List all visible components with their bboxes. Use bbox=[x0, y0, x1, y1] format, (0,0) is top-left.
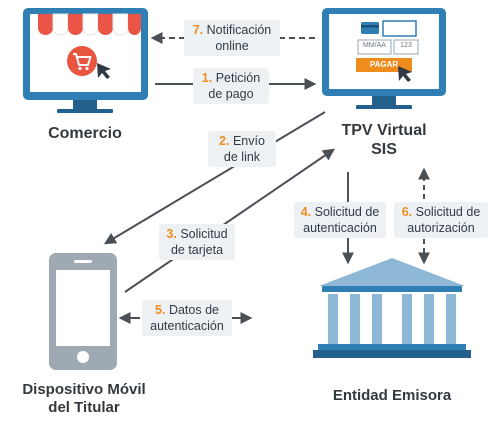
comercio-monitor-icon bbox=[23, 8, 148, 113]
movil-label-line2: del Titular bbox=[48, 399, 120, 416]
tpv-monitor-icon bbox=[322, 8, 446, 109]
pay-button bbox=[356, 58, 412, 72]
phone-icon bbox=[49, 253, 117, 370]
card-icon bbox=[361, 22, 379, 34]
cursor-icon bbox=[97, 63, 111, 79]
tpv-label-line1: TPV Virtual bbox=[341, 122, 427, 139]
bank-icon bbox=[313, 258, 471, 358]
cart-icon bbox=[67, 46, 97, 76]
arrow-step-2 bbox=[103, 111, 326, 245]
expiry-field: MM/AA bbox=[363, 42, 386, 49]
awning-icon bbox=[38, 13, 141, 36]
tpv-label-line2: SIS bbox=[371, 141, 397, 159]
movil-label: Dispositivo Móvil del Titular bbox=[2, 381, 166, 417]
movil-label-line1: Dispositivo Móvil bbox=[22, 381, 146, 398]
emisora-label: Entidad Emisora bbox=[332, 387, 452, 404]
tpv-label: TPV Virtual SIS bbox=[318, 121, 450, 159]
comercio-label: Comercio bbox=[48, 125, 122, 142]
cursor-icon bbox=[398, 66, 412, 82]
arrow-step-3 bbox=[124, 148, 335, 293]
pay-button-label: PAGAR bbox=[369, 60, 399, 69]
cvv-field: 123 bbox=[400, 42, 412, 49]
